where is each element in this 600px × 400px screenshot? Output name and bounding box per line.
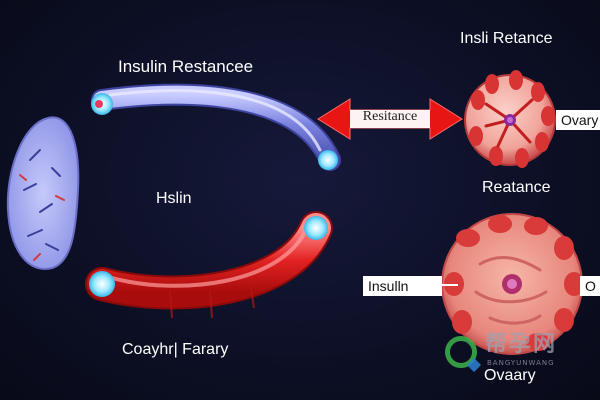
bottom-left-label: Coayhr| Farary [122,341,229,358]
insulin-resistance-label: Insulin Restancee [118,57,254,76]
arrow-label: Resitance [362,109,418,124]
insulin-mid-label: Hslin [156,190,192,207]
cell-bottom [441,213,584,355]
blue-tube [91,83,341,171]
top-right-label: Insli Retance [460,30,553,47]
pancreas-organ [6,116,80,270]
o-box-label: O [580,276,600,296]
watermark-logo-icon [445,336,477,368]
watermark: 帮孕网 BANGYUNWANG [445,332,595,380]
watermark-subtext: BANGYUNWANG [487,359,555,367]
watermark-text: 帮孕网 [485,332,558,357]
ovary-bottom-label: Ovaary [484,367,536,384]
red-tube [85,211,333,319]
ovary-box-label: Ovary [556,110,600,130]
resistance-arrow [317,98,463,140]
insulin-box-label: Insulln [363,276,443,296]
cell-top [464,70,556,168]
resistance-mid-label: Reatance [482,179,551,196]
